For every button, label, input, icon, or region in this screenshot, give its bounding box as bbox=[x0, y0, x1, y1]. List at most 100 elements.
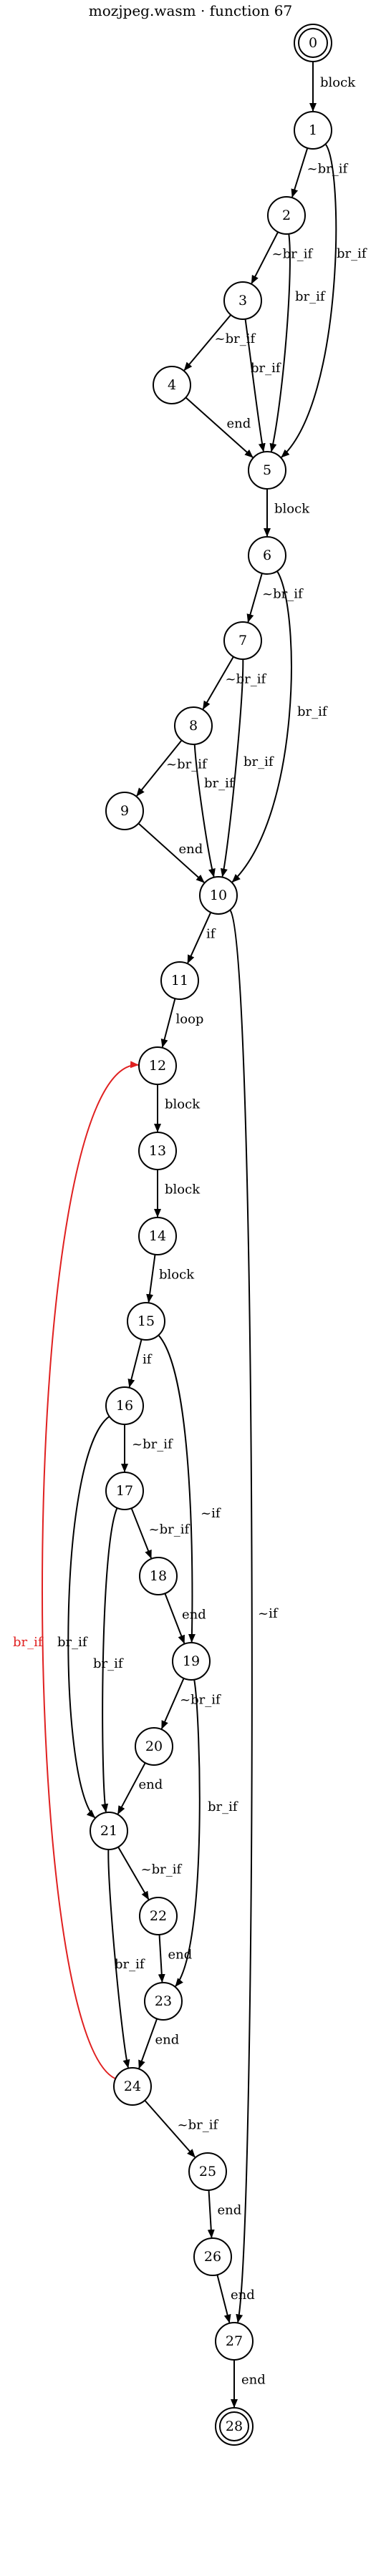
edge-label-18-to-19: end bbox=[182, 1608, 206, 1623]
edge-label-26-to-27: end bbox=[231, 2288, 255, 2303]
node-10: 10 bbox=[199, 876, 238, 915]
node-circle-14 bbox=[138, 1217, 177, 1255]
edge-8-to-9 bbox=[136, 739, 183, 797]
node-circle-20 bbox=[135, 1727, 173, 1766]
node-circle-23 bbox=[144, 1982, 183, 2021]
edge-label-10-to-11: if bbox=[206, 927, 216, 942]
edge-label-19-to-20: ~br_if bbox=[180, 1693, 221, 1708]
edge-22-to-23 bbox=[158, 1934, 165, 1983]
node-label-7: 7 bbox=[238, 633, 247, 648]
node-label-12: 12 bbox=[149, 1058, 166, 1074]
node-circle-10 bbox=[199, 876, 238, 915]
node-label-14: 14 bbox=[149, 1228, 166, 1244]
node-circle-27 bbox=[215, 2322, 254, 2361]
node-26: 26 bbox=[193, 2237, 232, 2276]
node-label-17: 17 bbox=[116, 1483, 133, 1499]
edge-6-to-10 bbox=[231, 570, 292, 883]
edge-11-to-12 bbox=[160, 998, 176, 1048]
edges-layer: block~br_ifbr_if~br_ifbr_if~br_ifbr_ifen… bbox=[13, 62, 367, 2408]
node-circle-3 bbox=[223, 281, 262, 320]
edge-label-17-to-21: br_if bbox=[93, 1656, 124, 1671]
node-label-24: 24 bbox=[124, 2079, 141, 2094]
node-label-6: 6 bbox=[263, 548, 271, 563]
node-17: 17 bbox=[105, 1472, 144, 1510]
node-inner-ring-28 bbox=[219, 2411, 249, 2441]
edge-label-3-to-4: ~br_if bbox=[215, 331, 256, 346]
edge-label-4-to-5: end bbox=[227, 417, 251, 432]
edge-15-to-19 bbox=[158, 1334, 196, 1643]
node-circle-9 bbox=[105, 792, 144, 830]
node-28: 28 bbox=[215, 2407, 254, 2446]
edge-label-19-to-23: br_if bbox=[208, 1799, 238, 1814]
node-circle-17 bbox=[105, 1472, 144, 1510]
edge-label-7-to-8: ~br_if bbox=[226, 672, 267, 687]
node-0: 0 bbox=[294, 24, 332, 62]
edge-label-14-to-15: block bbox=[159, 1268, 195, 1283]
node-label-11: 11 bbox=[171, 973, 188, 988]
edge-14-to-15 bbox=[146, 1254, 156, 1303]
edge-3-to-4 bbox=[183, 314, 232, 371]
node-circle-4 bbox=[153, 366, 191, 404]
node-circle-18 bbox=[139, 1557, 178, 1595]
node-circle-8 bbox=[174, 706, 213, 745]
edge-label-6-to-7: ~br_if bbox=[262, 587, 304, 602]
node-label-13: 13 bbox=[149, 1143, 166, 1159]
edge-label-2-to-3: ~br_if bbox=[272, 247, 314, 262]
edge-6-to-7 bbox=[246, 573, 263, 623]
edge-17-to-21 bbox=[101, 1507, 118, 1813]
node-20: 20 bbox=[135, 1727, 173, 1766]
node-label-27: 27 bbox=[226, 2333, 243, 2349]
edge-label-16-to-21: br_if bbox=[57, 1635, 88, 1650]
edge-label-15-to-19: ~if bbox=[201, 1506, 221, 1521]
edge-24-to-25 bbox=[144, 2099, 196, 2158]
edge-label-0-to-1: block bbox=[320, 75, 356, 90]
node-label-23: 23 bbox=[155, 1993, 172, 2009]
edge-label-9-to-10: end bbox=[179, 842, 203, 857]
node-13: 13 bbox=[138, 1132, 177, 1170]
edge-label-6-to-10: br_if bbox=[297, 704, 328, 719]
edge-19-to-23 bbox=[175, 1679, 201, 1987]
node-18: 18 bbox=[139, 1557, 178, 1595]
edge-label-5-to-6: block bbox=[274, 502, 310, 517]
node-label-9: 9 bbox=[120, 803, 129, 819]
edge-label-1-to-5: br_if bbox=[337, 246, 367, 261]
node-label-20: 20 bbox=[145, 1739, 163, 1754]
node-circle-25 bbox=[188, 2152, 227, 2191]
edge-18-to-19 bbox=[164, 1593, 185, 1644]
node-1: 1 bbox=[294, 111, 332, 150]
node-label-22: 22 bbox=[150, 1908, 167, 1924]
edge-label-16-to-17: ~br_if bbox=[132, 1437, 173, 1452]
node-label-25: 25 bbox=[199, 2164, 216, 2179]
edge-label-21-to-22: ~br_if bbox=[141, 1862, 183, 1877]
edge-26-to-27 bbox=[216, 2274, 231, 2323]
edge-label-25-to-26: end bbox=[218, 2203, 242, 2218]
edge-label-2-to-5: br_if bbox=[295, 289, 326, 304]
node-circle-16 bbox=[105, 1386, 144, 1425]
edge-label-17-to-18: ~br_if bbox=[149, 1522, 190, 1537]
edge-label-13-to-14: block bbox=[165, 1182, 201, 1197]
edge-9-to-10 bbox=[138, 822, 205, 883]
edge-label-22-to-23: end bbox=[168, 1948, 193, 1963]
edge-23-to-24 bbox=[138, 2018, 158, 2069]
edge-8-to-10 bbox=[193, 744, 216, 878]
node-circle-5 bbox=[248, 451, 286, 490]
edge-label-21-to-24: br_if bbox=[115, 1957, 145, 1972]
edge-1-to-2 bbox=[291, 147, 309, 198]
edge-label-27-to-28: end bbox=[241, 2373, 266, 2388]
node-8: 8 bbox=[174, 706, 213, 745]
node-6: 6 bbox=[248, 536, 286, 575]
node-label-8: 8 bbox=[189, 718, 198, 734]
node-25: 25 bbox=[188, 2152, 227, 2191]
node-circle-21 bbox=[90, 1812, 128, 1850]
edge-19-to-20 bbox=[160, 1678, 185, 1730]
node-label-15: 15 bbox=[138, 1313, 155, 1329]
node-16: 16 bbox=[105, 1386, 144, 1425]
node-21: 21 bbox=[90, 1812, 128, 1850]
edge-label-23-to-24: end bbox=[155, 2033, 180, 2048]
node-circle-2 bbox=[267, 196, 306, 235]
node-7: 7 bbox=[223, 621, 262, 660]
node-5: 5 bbox=[248, 451, 286, 490]
node-14: 14 bbox=[138, 1217, 177, 1255]
edge-label-7-to-10: br_if bbox=[243, 754, 274, 769]
